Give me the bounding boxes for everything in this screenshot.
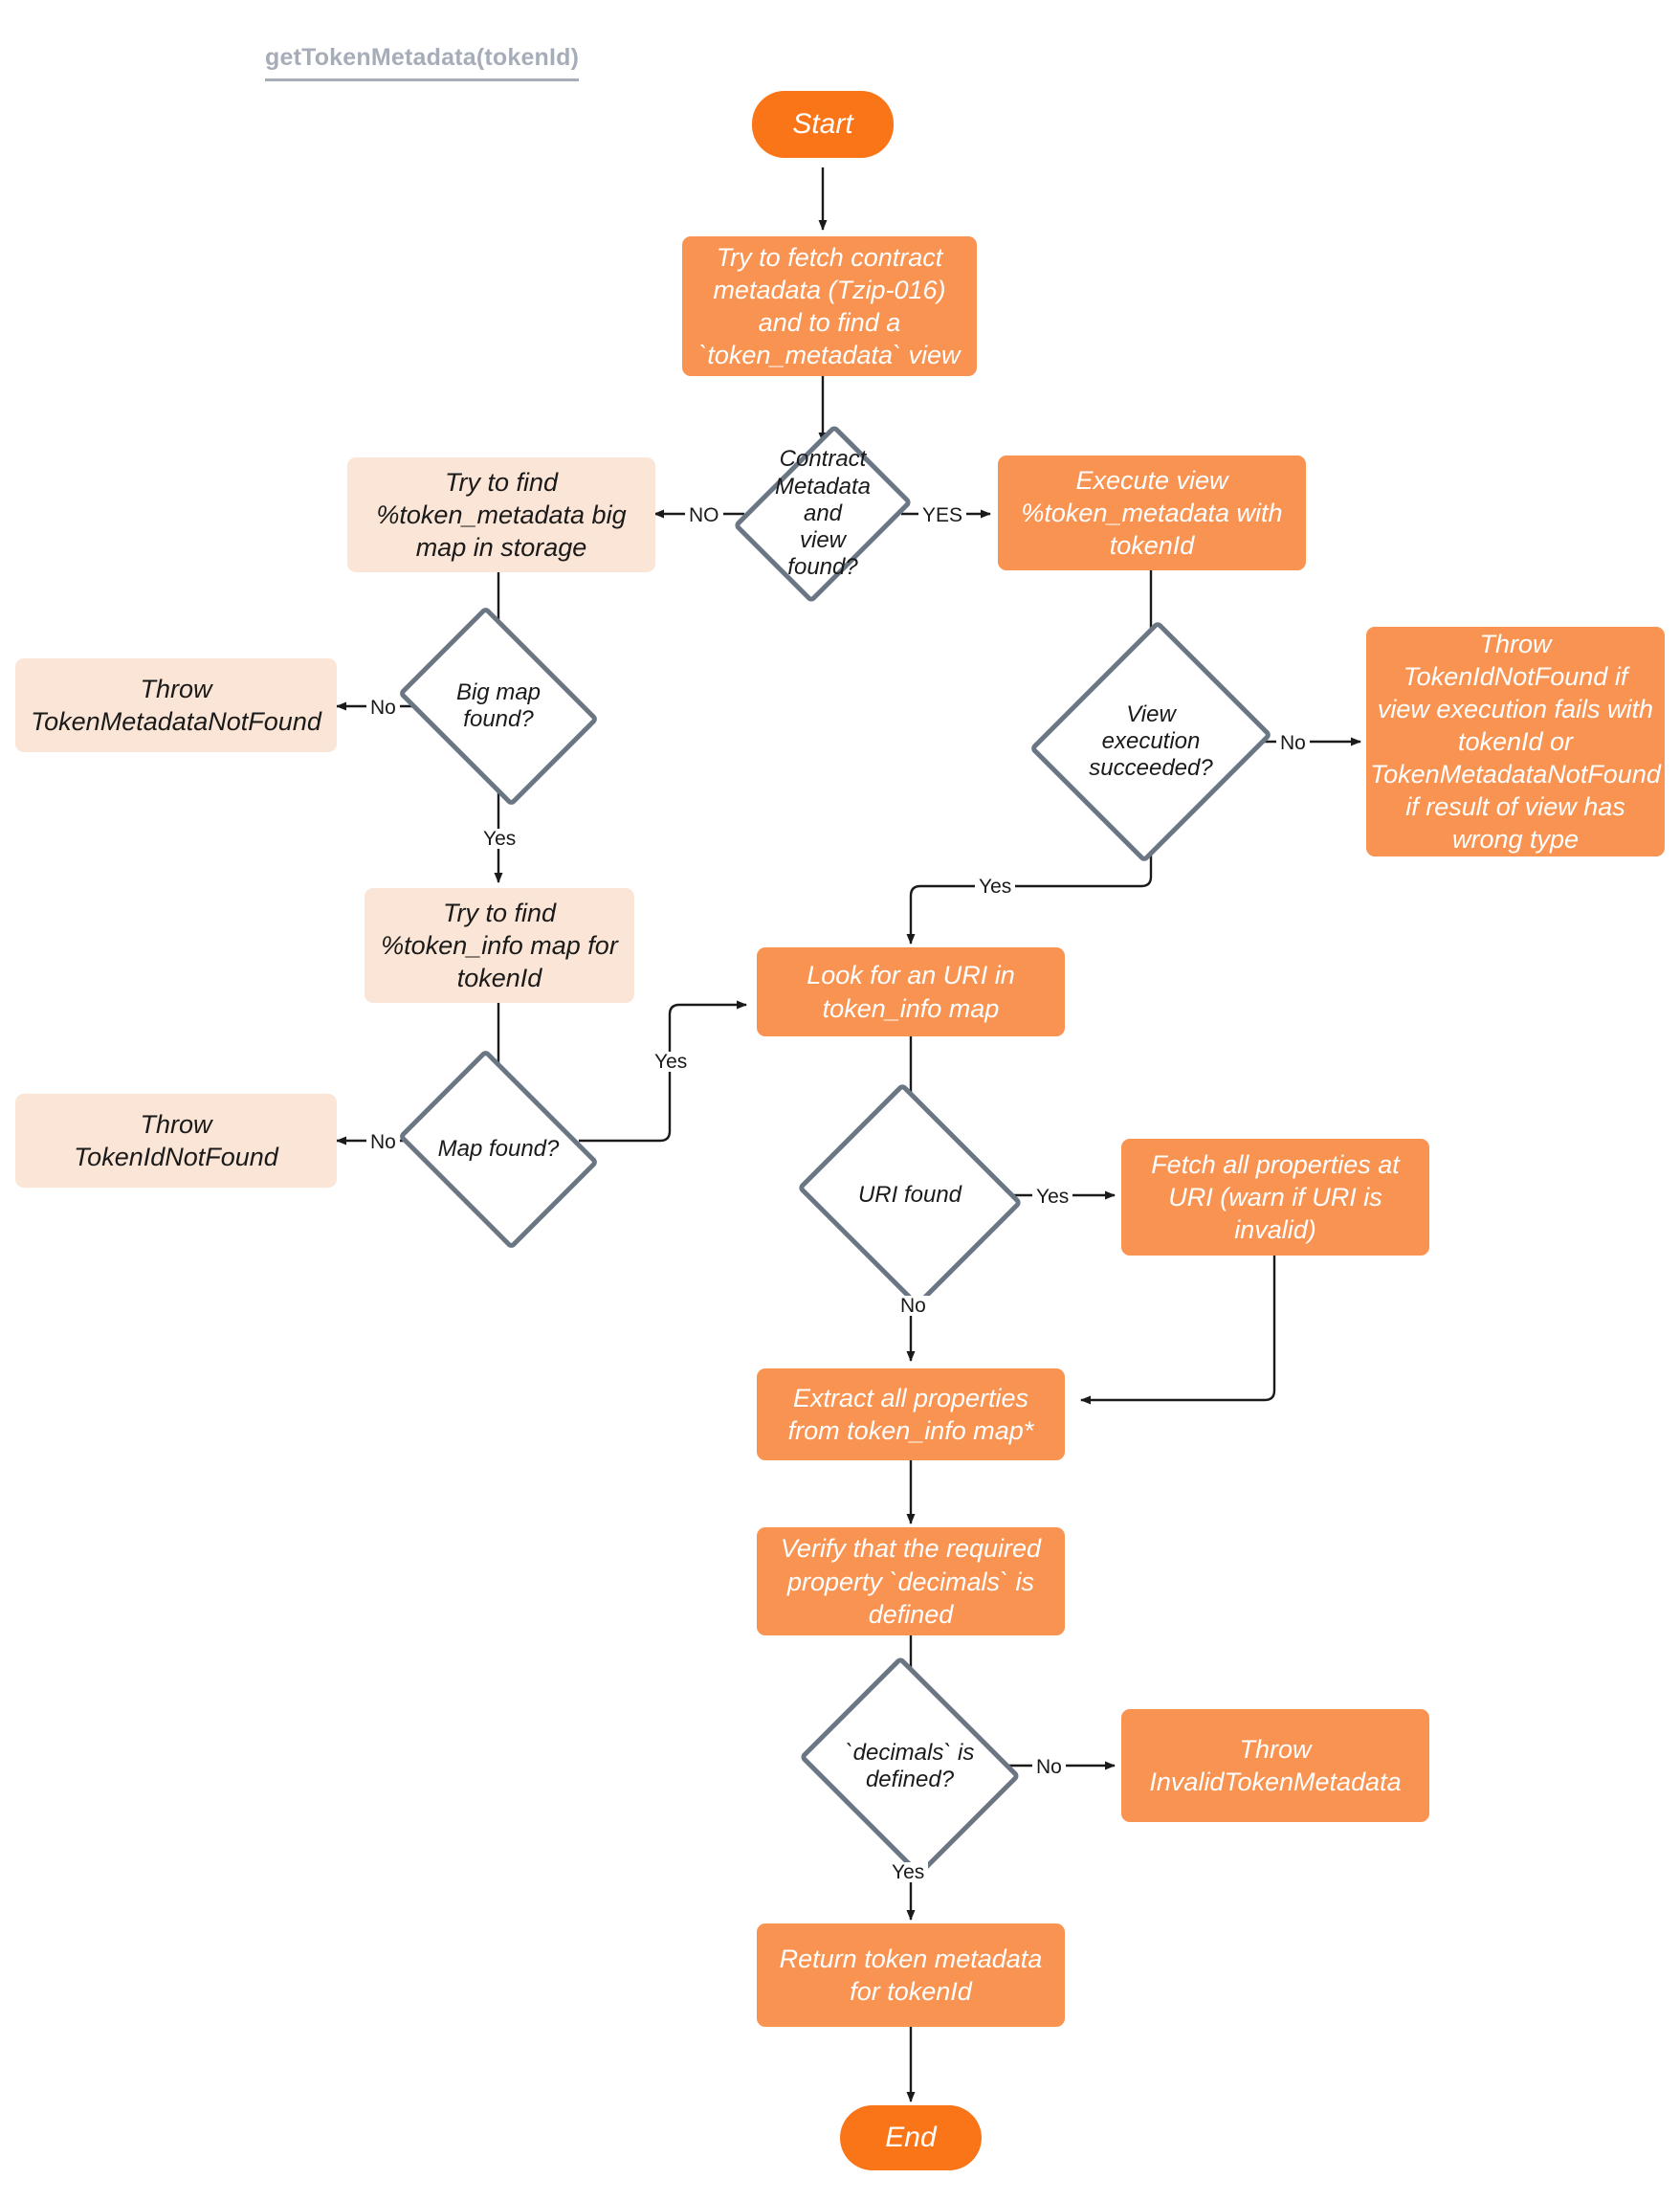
edge-label-contract-yes: YES <box>918 505 967 525</box>
node-map-found-decision[interactable]: Map found? <box>397 1048 600 1251</box>
node-look-for-uri-label: Look for an URI in token_info map <box>807 961 1015 1023</box>
node-decimals-defined-decision-label: `decimals` is defined? <box>845 1739 975 1792</box>
diagram-title: getTokenMetadata(tokenId) <box>265 44 580 81</box>
node-fetch-contract-metadata-label: Try to fetch contract metadata (Tzip-016… <box>698 242 961 370</box>
edge-label-map-yes: Yes <box>651 1052 692 1072</box>
node-return-token-metadata[interactable]: Return token metadata for tokenId <box>757 1923 1065 2027</box>
node-end-label: End <box>885 2122 937 2154</box>
node-fetch-properties-at-uri[interactable]: Fetch all properties at URI (warn if URI… <box>1121 1139 1429 1256</box>
node-extract-properties[interactable]: Extract all properties from token_info m… <box>757 1368 1065 1460</box>
node-fetch-properties-at-uri-label: Fetch all properties at URI (warn if URI… <box>1151 1149 1400 1244</box>
node-throw-invalid-token-metadata-label: Throw InvalidTokenMetadata <box>1149 1734 1402 1796</box>
node-fetch-contract-metadata[interactable]: Try to fetch contract metadata (Tzip-016… <box>682 236 977 376</box>
edge-label-dec-yes: Yes <box>888 1862 929 1882</box>
edge-label-map-no: No <box>366 1132 400 1152</box>
edge-label-bigmap-no: No <box>366 698 400 718</box>
node-start[interactable]: Start <box>752 91 894 158</box>
edge-label-uri-no: No <box>896 1296 930 1316</box>
edge-label-view-yes: Yes <box>975 877 1016 897</box>
edge-label-view-no: No <box>1276 733 1310 753</box>
node-find-token-info-map-label: Try to find %token_info map for tokenId <box>381 898 618 992</box>
node-end[interactable]: End <box>840 2105 982 2170</box>
node-throw-token-id-not-found[interactable]: Throw TokenIdNotFound <box>15 1094 337 1188</box>
node-find-token-metadata-bigmap-label: Try to find %token_metadata big map in s… <box>376 467 627 562</box>
node-view-execution-succeeded-decision-label: View execution succeeded? <box>1089 700 1213 782</box>
node-uri-found-decision[interactable]: URI found <box>796 1081 1024 1309</box>
node-start-label: Start <box>792 108 853 141</box>
node-contract-metadata-found-decision[interactable]: Contract Metadata and view found? <box>732 423 914 605</box>
node-execute-view[interactable]: Execute view %token_metadata with tokenI… <box>998 456 1306 570</box>
node-find-token-metadata-bigmap[interactable]: Try to find %token_metadata big map in s… <box>347 457 655 572</box>
node-decimals-defined-decision[interactable]: `decimals` is defined? <box>799 1656 1021 1878</box>
node-return-token-metadata-label: Return token metadata for tokenId <box>779 1944 1043 2006</box>
edge-fetch-to-extract <box>1080 1255 1276 1405</box>
edge-label-bigmap-yes: Yes <box>479 829 520 849</box>
node-throw-token-metadata-not-found[interactable]: Throw TokenMetadataNotFound <box>15 658 337 752</box>
node-execute-view-label: Execute view %token_metadata with tokenI… <box>1021 465 1283 560</box>
node-throw-view-errors[interactable]: Throw TokenIdNotFound if view execution … <box>1366 627 1665 856</box>
node-find-token-info-map[interactable]: Try to find %token_info map for tokenId <box>365 888 634 1003</box>
node-throw-invalid-token-metadata[interactable]: Throw InvalidTokenMetadata <box>1121 1709 1429 1822</box>
edge-label-uri-yes: Yes <box>1032 1187 1073 1207</box>
edge-label-contract-no: NO <box>685 505 723 525</box>
edge-label-dec-no: No <box>1032 1757 1066 1777</box>
node-uri-found-decision-label: URI found <box>857 1181 962 1208</box>
node-extract-properties-label: Extract all properties from token_info m… <box>787 1383 1034 1445</box>
node-verify-decimals-label: Verify that the required property `decim… <box>780 1534 1042 1629</box>
node-look-for-uri[interactable]: Look for an URI in token_info map <box>757 947 1065 1036</box>
node-bigmap-found-decision-label: Big map found? <box>455 678 542 732</box>
edge-map-yes <box>579 1000 747 1143</box>
node-throw-view-errors-label: Throw TokenIdNotFound if view execution … <box>1370 629 1661 855</box>
node-view-execution-succeeded-decision[interactable]: View execution succeeded? <box>1028 619 1273 864</box>
node-map-found-decision-label: Map found? <box>437 1135 560 1162</box>
node-contract-metadata-found-decision-label: Contract Metadata and view found? <box>774 446 872 581</box>
node-bigmap-found-decision[interactable]: Big map found? <box>397 605 600 808</box>
node-verify-decimals[interactable]: Verify that the required property `decim… <box>757 1527 1065 1635</box>
node-throw-token-id-not-found-label: Throw TokenIdNotFound <box>74 1109 278 1171</box>
node-throw-token-metadata-not-found-label: Throw TokenMetadataNotFound <box>31 674 321 736</box>
edge-view-yes <box>906 833 1153 945</box>
